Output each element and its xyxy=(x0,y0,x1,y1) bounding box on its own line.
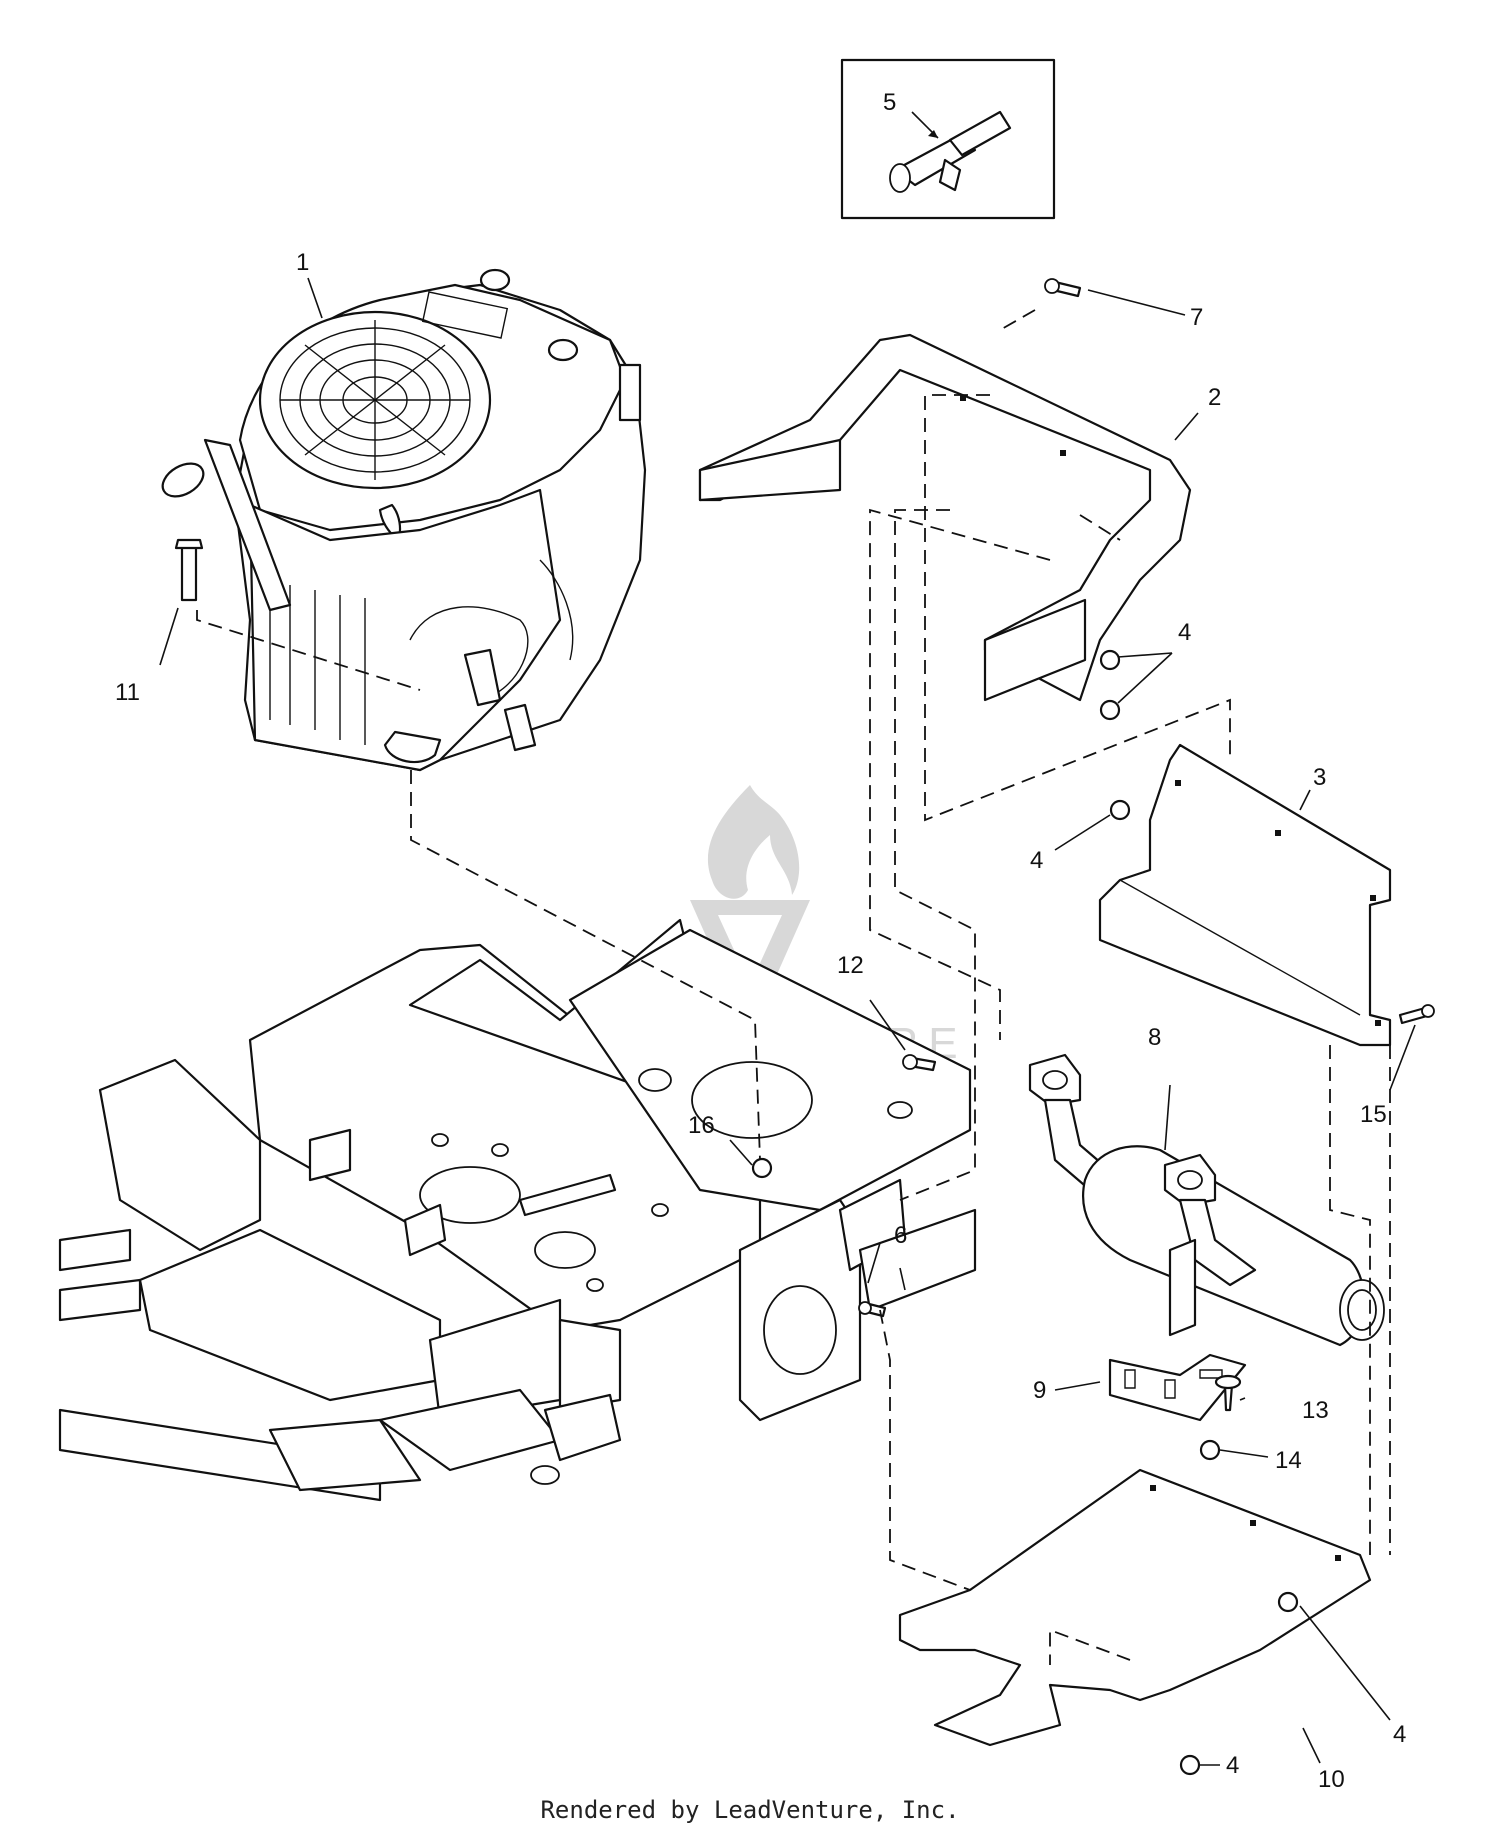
callouts: 1 2 3 4 4 4 4 5 6 7 8 9 10 11 12 13 14 1… xyxy=(115,89,1406,1793)
callout-3: 3 xyxy=(1313,764,1326,791)
callout-6: 6 xyxy=(894,1222,907,1249)
part-5-inset xyxy=(840,58,1056,220)
part-2-bracket xyxy=(698,333,1192,702)
callout-1: 1 xyxy=(296,249,309,276)
hardware xyxy=(751,278,1435,1776)
callout-5: 5 xyxy=(883,89,896,116)
part-3-bracket xyxy=(1098,743,1392,1047)
callout-11: 11 xyxy=(115,679,140,706)
callout-4: 4 xyxy=(1178,619,1191,646)
assembly-lines xyxy=(196,309,1391,1665)
leaders xyxy=(159,277,1416,1766)
callout-8: 8 xyxy=(1148,1024,1161,1051)
engine xyxy=(161,268,647,772)
callout-7: 7 xyxy=(1190,304,1203,331)
callout-9: 9 xyxy=(1033,1377,1046,1404)
callout-4: 4 xyxy=(1393,1721,1406,1748)
callout-4: 4 xyxy=(1226,1752,1239,1779)
footer-credit: Rendered by LeadVenture, Inc. xyxy=(540,1796,960,1824)
callout-12: 12 xyxy=(837,952,864,979)
callout-13: 13 xyxy=(1302,1397,1329,1424)
part-9-bracket xyxy=(1108,1353,1247,1422)
callout-10: 10 xyxy=(1318,1766,1345,1793)
part-8-muffler xyxy=(1028,1053,1385,1347)
callout-4: 4 xyxy=(1030,847,1043,874)
callout-14: 14 xyxy=(1275,1447,1302,1474)
part-10-shield xyxy=(898,1468,1372,1747)
callout-15: 15 xyxy=(1360,1101,1387,1128)
callout-16: 16 xyxy=(688,1112,715,1139)
callout-2: 2 xyxy=(1208,384,1221,411)
chassis-frame xyxy=(58,918,977,1502)
